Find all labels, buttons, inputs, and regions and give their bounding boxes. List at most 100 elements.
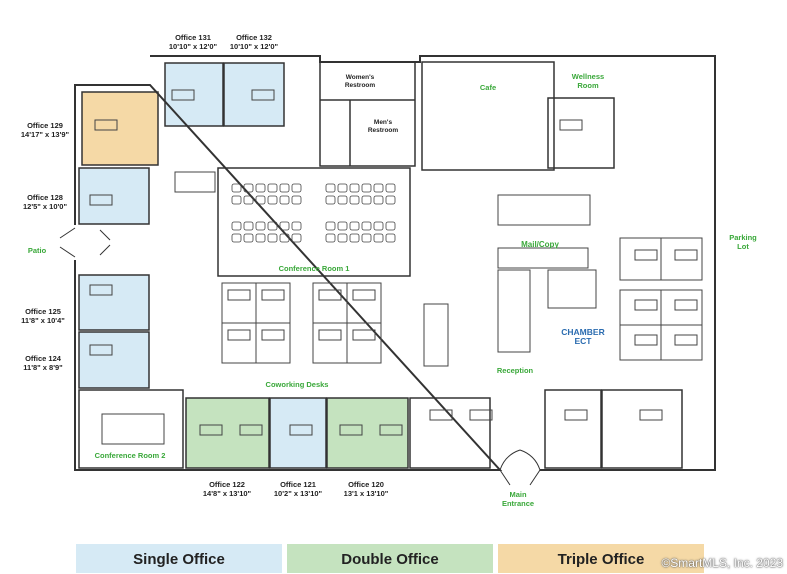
desk: [469, 409, 493, 421]
conference-chair: [231, 195, 242, 205]
conference-chair: [231, 233, 242, 243]
conference-chair: [243, 221, 254, 231]
conference-chair: [291, 221, 302, 231]
desk: [674, 334, 698, 346]
office-122-fill: [186, 398, 269, 468]
conference-chair: [291, 195, 302, 205]
office-128-fill: [79, 168, 149, 224]
conference-chair: [349, 195, 360, 205]
desk: [559, 119, 583, 131]
desk: [199, 424, 223, 436]
conference-chair: [361, 195, 372, 205]
desk: [318, 289, 342, 301]
desk: [429, 409, 453, 421]
office-125-fill: [79, 275, 149, 330]
conference-chair: [337, 195, 348, 205]
conference-chair: [373, 233, 384, 243]
conference-chair: [325, 195, 336, 205]
conference-chair: [255, 195, 266, 205]
desk: [379, 424, 403, 436]
desk: [634, 249, 658, 261]
conference-chair: [231, 183, 242, 193]
desk: [89, 284, 113, 296]
desk: [352, 329, 376, 341]
office-121-fill: [270, 398, 326, 468]
legend-triple-swatch: [498, 544, 704, 573]
conference-chair: [361, 233, 372, 243]
desk: [261, 289, 285, 301]
label-mens-restroom: Men's Restroom: [367, 119, 399, 134]
legend-double-swatch: [287, 544, 493, 573]
conference-chair: [349, 221, 360, 231]
legend-single-swatch: [76, 544, 282, 573]
conference-chair: [385, 221, 396, 231]
desk: [171, 89, 195, 101]
label-wellness-room: Wellness Room: [571, 72, 605, 90]
conference-chair: [267, 221, 278, 231]
conference-chair: [325, 183, 336, 193]
label-conference-room-1: Conference Room 1: [278, 264, 350, 273]
conference-chair: [279, 233, 290, 243]
desk: [289, 424, 313, 436]
conference-chair: [337, 183, 348, 193]
conference-chair: [349, 183, 360, 193]
conference-chair: [279, 221, 290, 231]
conference-chair: [255, 183, 266, 193]
conference-chair: [385, 233, 396, 243]
desk: [564, 409, 588, 421]
label-parking-lot: Parking Lot: [729, 233, 757, 251]
label-patio: Patio: [27, 246, 47, 255]
desk: [318, 329, 342, 341]
office-132-fill: [224, 63, 284, 126]
office-124-fill: [79, 332, 149, 388]
legend-triple-office: Triple Office: [557, 550, 645, 568]
desk: [639, 409, 663, 421]
conference-chair: [325, 221, 336, 231]
desk: [634, 334, 658, 346]
conference-chair: [373, 195, 384, 205]
desk: [674, 299, 698, 311]
desk: [227, 329, 251, 341]
desk: [634, 299, 658, 311]
conference-chair: [255, 233, 266, 243]
watermark: ©SmartMLS, Inc. 2023: [661, 556, 783, 570]
label-main-entrance: Main Entrance: [501, 490, 535, 508]
conference-chair: [337, 233, 348, 243]
conference-chair: [267, 195, 278, 205]
conference-chair: [243, 183, 254, 193]
conference-chair: [291, 233, 302, 243]
label-womens-restroom: Women's Restroom: [344, 74, 376, 89]
desk: [339, 424, 363, 436]
conference-chair: [291, 183, 302, 193]
desk: [674, 249, 698, 261]
outer-wall: [74, 55, 716, 471]
conference-chair: [361, 183, 372, 193]
conference-chair: [279, 195, 290, 205]
legend-single-office: Single Office: [133, 550, 225, 568]
legend-double-office: Double Office: [341, 550, 439, 568]
desk: [89, 344, 113, 356]
label-cafe: Cafe: [479, 83, 497, 92]
conference-chair: [267, 233, 278, 243]
conference-chair: [373, 221, 384, 231]
desk: [239, 424, 263, 436]
desk: [251, 89, 275, 101]
desk: [352, 289, 376, 301]
conference-chair: [349, 233, 360, 243]
conference-chair: [325, 233, 336, 243]
label-coworking-desks: Coworking Desks: [265, 380, 329, 389]
conference-chair: [243, 233, 254, 243]
office-129-fill: [82, 92, 158, 165]
conference-chair: [337, 221, 348, 231]
label-mail-copy: Mail/Copy: [521, 240, 559, 249]
